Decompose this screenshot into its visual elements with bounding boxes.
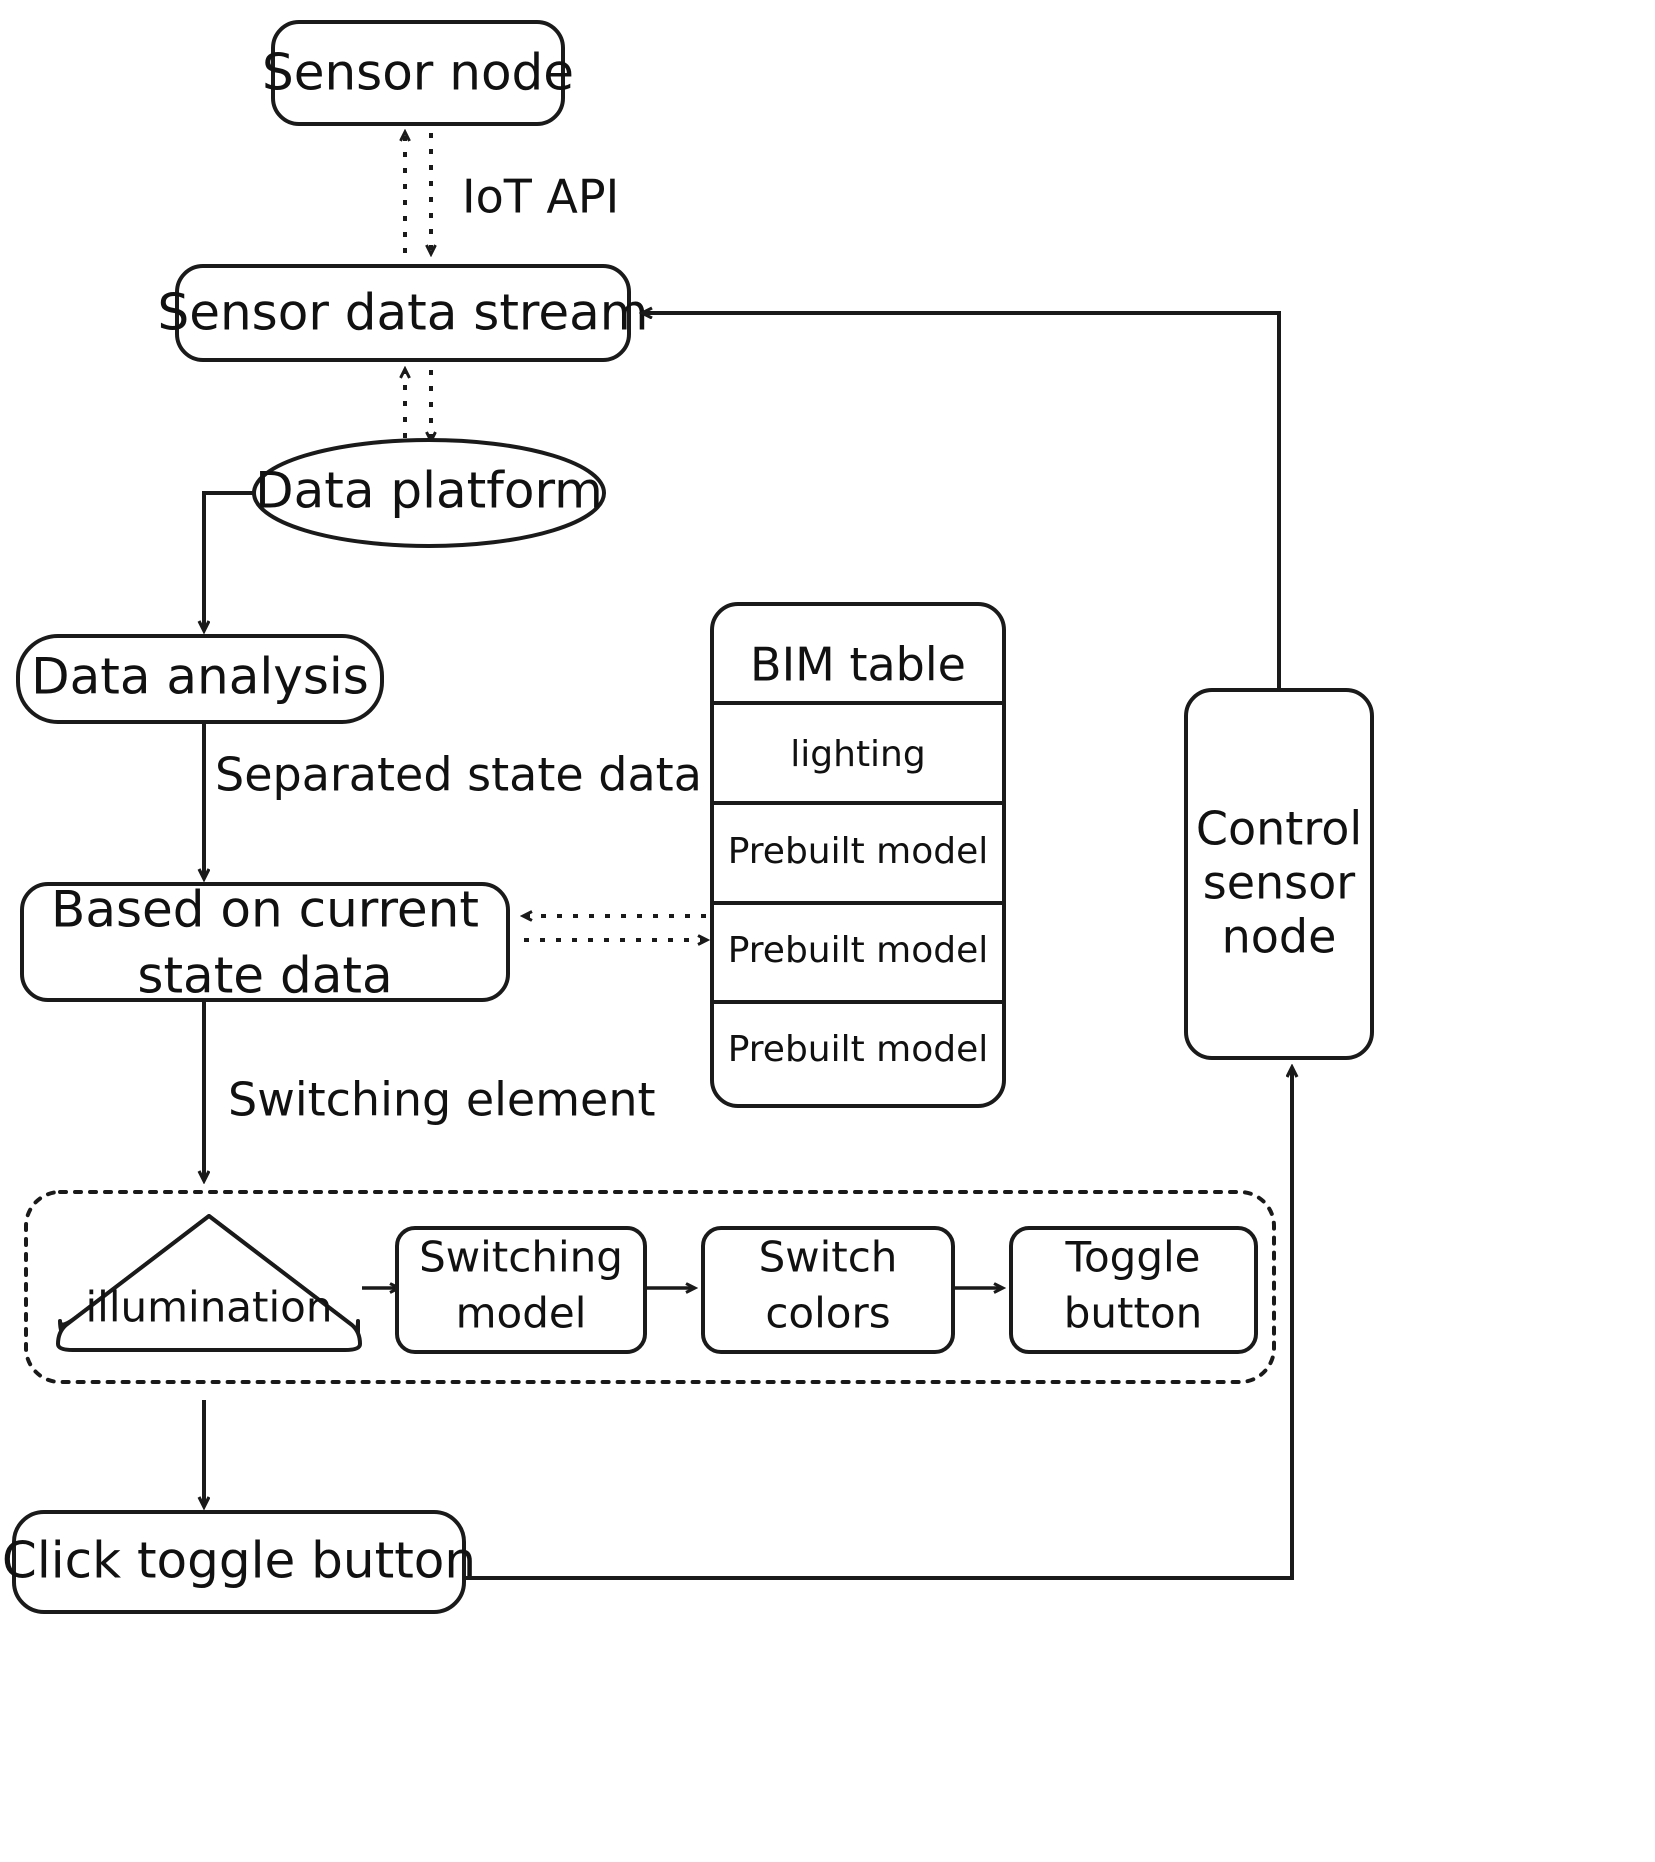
illumination-shape[interactable] [56, 1214, 362, 1352]
bim-table-row-2: Prebuilt model [728, 930, 989, 971]
node-data-analysis[interactable]: Data analysis [16, 634, 384, 724]
click-toggle-button-shape[interactable] [12, 1510, 466, 1614]
switching-model-shape[interactable] [395, 1226, 647, 1354]
node-data-platform[interactable]: Data platform [252, 438, 606, 548]
switch-colors-shape[interactable] [701, 1226, 955, 1354]
iot-api-label: IoT API [462, 170, 619, 224]
toggle-button-shape[interactable] [1009, 1226, 1258, 1354]
separated-state-data-label: Separated state data [215, 748, 702, 802]
switch-colors-label-line1: Switch [759, 1233, 898, 1282]
data-analysis-label: Data analysis [31, 648, 369, 706]
node-switch-colors[interactable]: Switch colors [701, 1226, 955, 1354]
switching-model-label-line1: Switching [419, 1233, 623, 1282]
based-on-current-state-data-label-line2: state data [137, 947, 392, 1005]
edge-separated-state-data: Separated state data [204, 722, 702, 878]
toggle-button-label-line2: button [1064, 1289, 1203, 1338]
node-based-on-current-state-data[interactable]: Based on current state data [20, 881, 510, 1005]
switching-model-label-line2: model [456, 1289, 587, 1338]
bim-table[interactable]: BIM table lighting Prebuilt model Prebui… [710, 602, 1006, 1108]
toggle-button-label-line1: Toggle [1064, 1233, 1200, 1282]
switching-element-group [24, 1190, 1276, 1384]
edge-stream-platform [405, 370, 431, 440]
edge-platform-to-analysis [204, 491, 254, 630]
sensor-node-shape[interactable] [271, 20, 565, 126]
node-toggle-button[interactable]: Toggle button [1009, 1226, 1258, 1354]
edge-control-to-stream [643, 313, 1281, 690]
edge-iot-api: IoT API [405, 133, 619, 253]
control-sensor-node-label-line2: sensor [1203, 856, 1356, 910]
bim-table-header: BIM table [750, 638, 966, 692]
bim-table-row-0: lighting [790, 734, 925, 775]
sensor-data-stream-shape[interactable] [175, 264, 631, 362]
bim-table-row-3: Prebuilt model [728, 1029, 989, 1070]
click-toggle-button-label: Click toggle button [2, 1532, 476, 1590]
based-on-current-state-data-shape[interactable] [20, 882, 510, 1002]
node-sensor-data-stream[interactable]: Sensor data stream [157, 264, 649, 362]
bim-table-row-1: Prebuilt model [728, 831, 989, 872]
sensor-node-label: Sensor node [262, 44, 574, 102]
based-on-current-state-data-label-line1: Based on current [51, 881, 479, 939]
control-sensor-node-label-line3: node [1222, 910, 1337, 964]
edge-click-to-control-sensor-node [464, 1068, 1292, 1580]
switch-colors-label-line2: colors [765, 1289, 890, 1338]
node-control-sensor-node[interactable]: Control sensor node [1184, 688, 1374, 1060]
data-platform-label: Data platform [255, 462, 603, 520]
node-sensor-node[interactable]: Sensor node [262, 20, 574, 126]
bim-table-shape[interactable] [710, 602, 1006, 1108]
switching-element-label: Switching element [228, 1073, 656, 1127]
node-click-toggle-button[interactable]: Click toggle button [2, 1510, 476, 1614]
node-switching-model[interactable]: Switching model [395, 1226, 647, 1354]
control-sensor-node-label-line1: Control [1196, 802, 1362, 856]
sensor-data-stream-label: Sensor data stream [157, 284, 648, 342]
data-analysis-shape[interactable] [16, 634, 384, 724]
node-illumination[interactable]: illumination [56, 1214, 362, 1352]
edge-switching-element: Switching element [204, 1000, 656, 1180]
illumination-label: illumination [85, 1283, 332, 1332]
edge-state-bim-table [524, 916, 706, 940]
